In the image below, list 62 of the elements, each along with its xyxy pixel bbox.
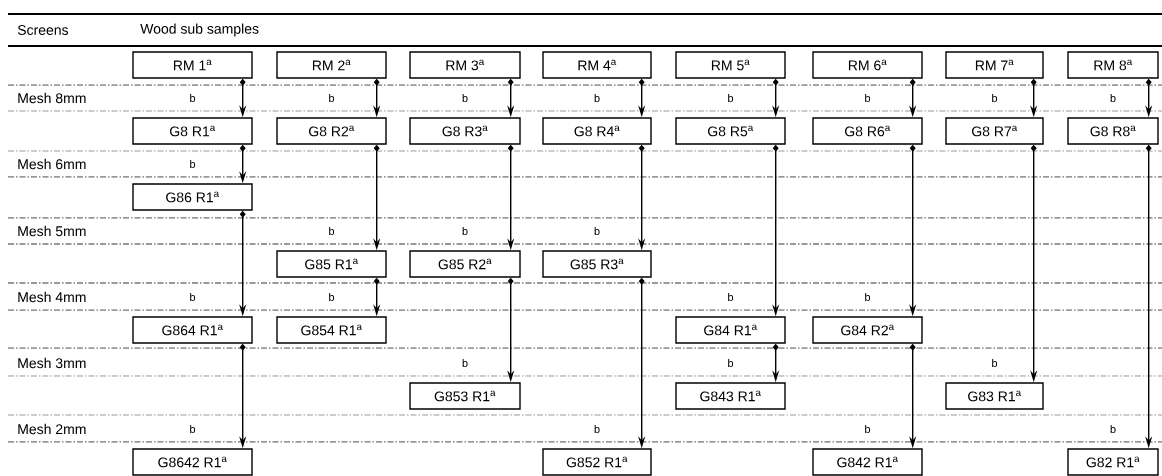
- screen-label: Mesh 6mm: [18, 158, 86, 170]
- screen-label: Mesh 2mm: [18, 423, 86, 435]
- sample-box: G82 R1$^{a}$: [1067, 448, 1159, 476]
- note-mark: b: [462, 358, 468, 368]
- sample-box: G864 R1$^{a}$: [132, 316, 253, 344]
- sample-box: RM 7$^{a}$: [945, 51, 1044, 79]
- sample-box: RM 2$^{a}$: [276, 51, 387, 79]
- note-mark: b: [190, 159, 196, 169]
- note-mark: b: [1110, 424, 1116, 434]
- screen-label: Mesh 5mm: [18, 225, 86, 237]
- sample-box: G85 R1$^{a}$: [276, 250, 387, 278]
- sample-box: G84 R1$^{a}$: [675, 316, 786, 344]
- note-mark: b: [992, 93, 998, 103]
- screen-label: Mesh 3mm: [18, 357, 86, 369]
- sample-box: G8 R8$^{a}$: [1067, 117, 1159, 145]
- sample-box: G8 R4$^{a}$: [542, 117, 652, 145]
- sample-box: G8 R6$^{a}$: [812, 117, 923, 145]
- note-mark: b: [594, 226, 600, 236]
- note-mark: b: [728, 292, 734, 302]
- note-mark: b: [190, 424, 196, 434]
- sample-box: G854 R1$^{a}$: [276, 316, 387, 344]
- note-mark: b: [329, 226, 335, 236]
- sample-box: G842 R1$^{a}$: [812, 448, 923, 476]
- sample-box: G852 R1$^{a}$: [542, 448, 652, 476]
- note-mark: b: [865, 93, 871, 103]
- note-mark: b: [594, 424, 600, 434]
- note-mark: b: [462, 93, 468, 103]
- sample-box: G843 R1$^{a}$: [675, 382, 786, 410]
- sample-box: G85 R3$^{a}$: [542, 250, 652, 278]
- sample-box: RM 8$^{a}$: [1067, 51, 1159, 79]
- column-header: Wood sub samples: [140, 23, 259, 37]
- note-mark: b: [190, 93, 196, 103]
- sample-box: G8642 R1$^{a}$: [132, 448, 253, 476]
- sample-box: G86 R1$^{a}$: [132, 183, 253, 211]
- note-mark: b: [728, 93, 734, 103]
- sample-box: RM 3$^{a}$: [409, 51, 521, 79]
- sample-box: G853 R1$^{a}$: [409, 382, 521, 410]
- sample-box: RM 1$^{a}$: [132, 51, 253, 79]
- note-mark: b: [329, 93, 335, 103]
- sample-box: G8 R1$^{a}$: [132, 117, 253, 145]
- sample-box: RM 6$^{a}$: [812, 51, 923, 79]
- sample-box: G83 R1$^{a}$: [945, 382, 1044, 410]
- sample-box: G8 R3$^{a}$: [409, 117, 521, 145]
- note-mark: b: [190, 292, 196, 302]
- sample-box: G85 R2$^{a}$: [409, 250, 521, 278]
- sample-box: G84 R2$^{a}$: [812, 316, 923, 344]
- sample-box: RM 4$^{a}$: [542, 51, 652, 79]
- sample-box: RM 5$^{a}$: [675, 51, 786, 79]
- sample-box: G8 R2$^{a}$: [276, 117, 387, 145]
- note-mark: b: [329, 292, 335, 302]
- sample-box: G8 R7$^{a}$: [945, 117, 1044, 145]
- note-mark: b: [992, 358, 998, 368]
- note-mark: b: [865, 292, 871, 302]
- screen-label: Mesh 4mm: [18, 291, 86, 303]
- screen-label: Mesh 8mm: [18, 92, 86, 104]
- note-mark: b: [1110, 93, 1116, 103]
- column-header: Screens: [17, 25, 69, 35]
- note-mark: b: [865, 424, 871, 434]
- note-mark: b: [462, 226, 468, 236]
- sample-box: G8 R5$^{a}$: [675, 117, 786, 145]
- note-mark: b: [594, 93, 600, 103]
- note-mark: b: [728, 358, 734, 368]
